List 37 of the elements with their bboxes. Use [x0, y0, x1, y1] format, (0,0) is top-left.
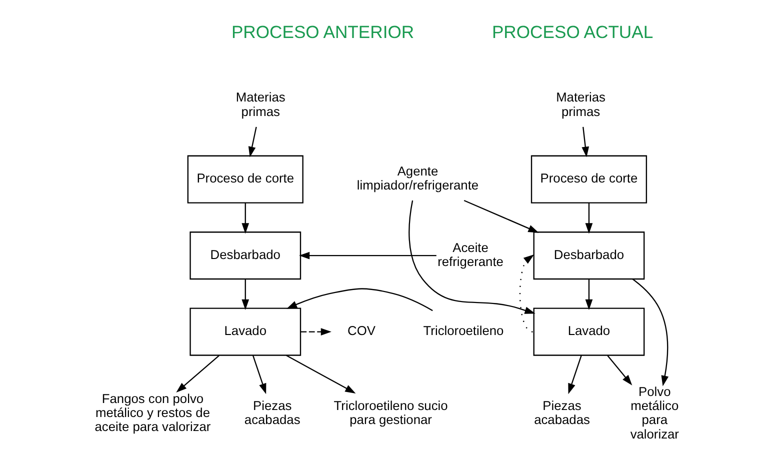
arrow — [585, 279, 593, 310]
label: PROCESO ACTUAL — [492, 22, 654, 42]
arrow — [632, 278, 669, 386]
node-box: Proceso de corte — [530, 155, 648, 204]
arrow — [286, 354, 356, 394]
arrow — [519, 254, 534, 332]
arrow — [585, 203, 593, 234]
arrow — [408, 200, 536, 314]
node-box: Lavado — [533, 308, 645, 356]
arrow — [252, 355, 266, 394]
arrow — [568, 355, 582, 394]
arrow — [464, 200, 539, 233]
arrow — [607, 355, 632, 386]
node-text: Agente limpiador/refrigerante — [356, 164, 479, 193]
arrow — [300, 328, 332, 336]
node-box: Desbarbado — [533, 232, 645, 280]
arrow — [286, 288, 433, 312]
node-box: Desbarbado — [190, 232, 302, 280]
node-text: Polvo metálico para valorizar — [630, 384, 679, 442]
node-box: Proceso de corte — [187, 155, 304, 204]
node-text: COV — [348, 323, 376, 338]
arrow — [242, 279, 250, 310]
node-box: Lavado — [190, 308, 302, 356]
arrow — [299, 252, 436, 260]
label: PROCESO ANTERIOR — [231, 22, 414, 42]
arrow — [176, 355, 220, 393]
arrow — [582, 126, 590, 158]
node-text: Tricloroetileno sucio para gestionar — [334, 398, 448, 428]
node-text: Piezas acabadas — [534, 398, 590, 428]
arrow — [248, 126, 257, 158]
node-text: Aceite refrigerante — [438, 240, 504, 269]
node-text: Fangos con polvo metálico y restos de aceite para valorizar — [94, 391, 211, 434]
node-text: Piezas acabadas — [244, 398, 300, 428]
arrow — [242, 203, 250, 234]
node-text: Materias primas — [236, 90, 286, 119]
node-text: Tricloroetileno — [423, 323, 504, 338]
node-text: Materias primas — [556, 90, 606, 119]
